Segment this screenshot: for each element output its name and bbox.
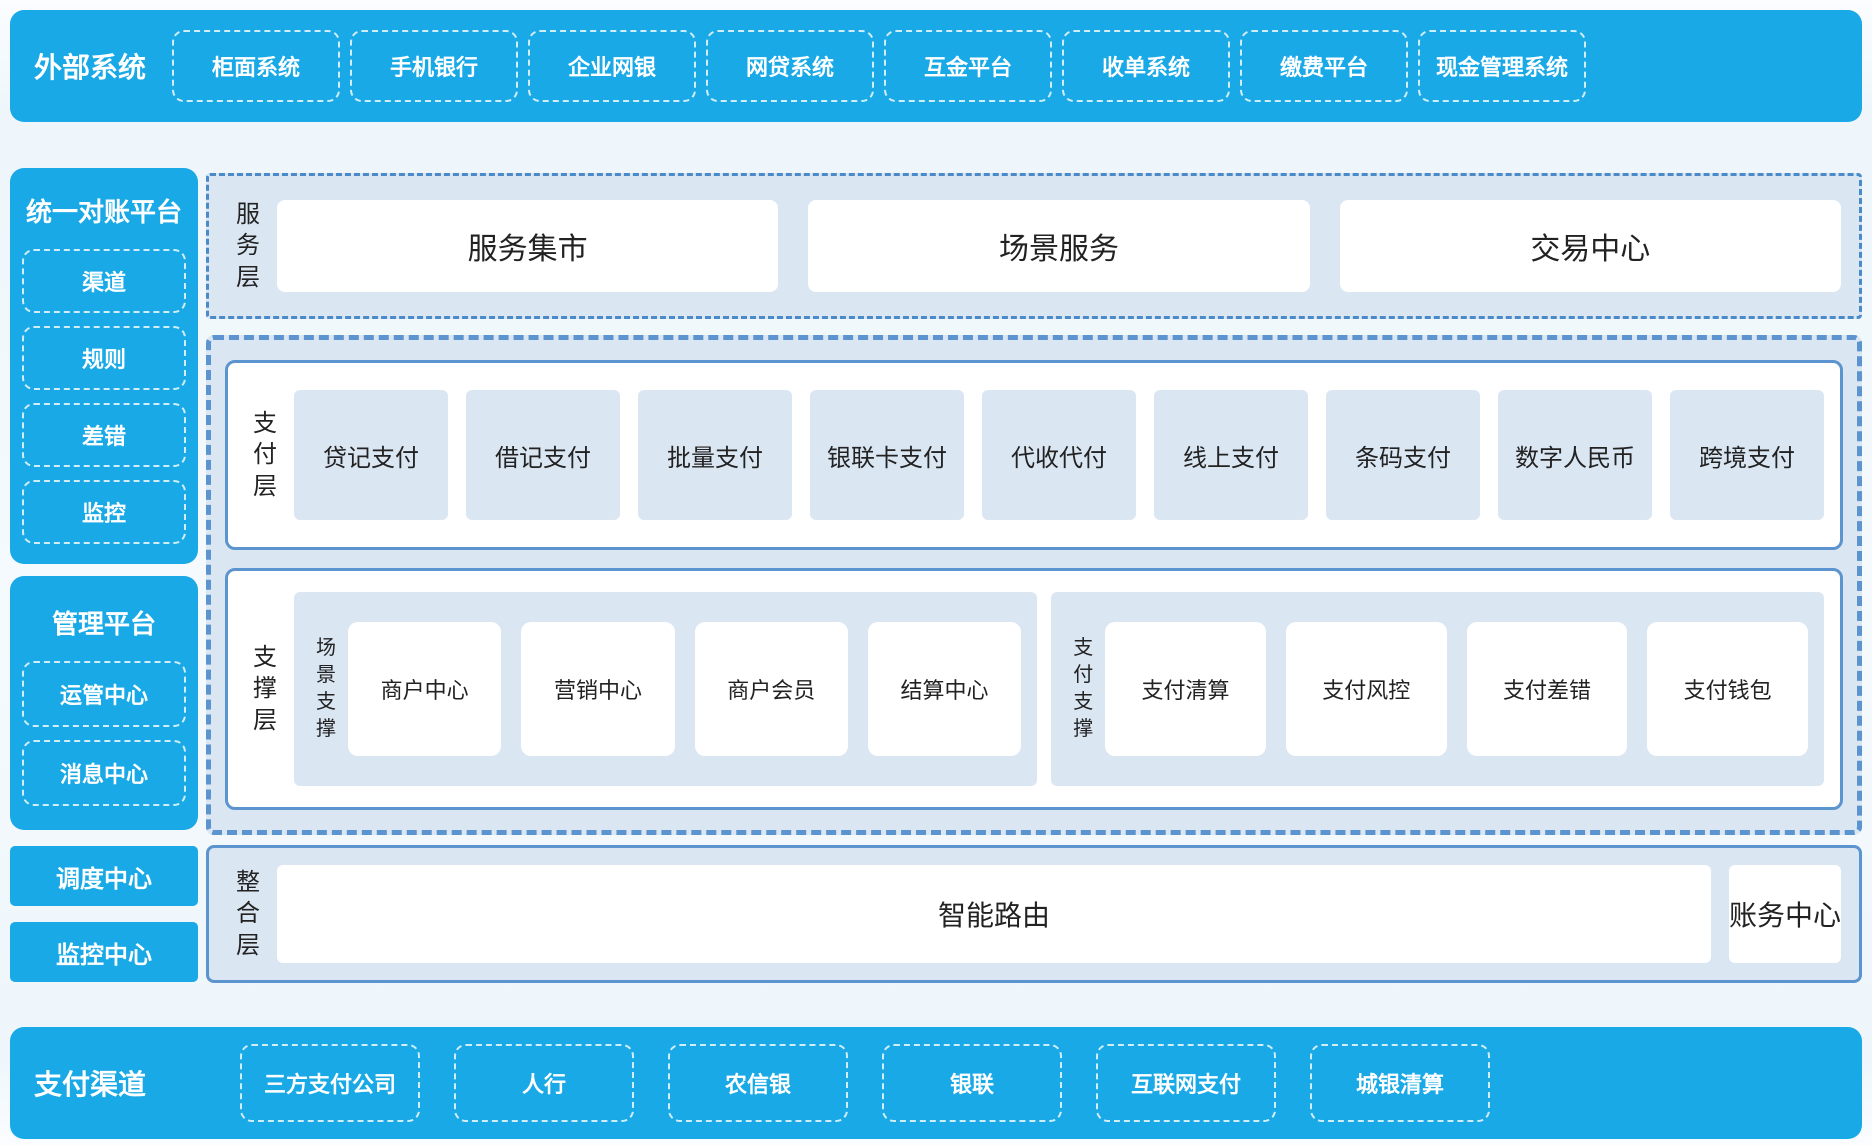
payment-item: 借记支付: [466, 390, 620, 520]
mgmt-platform-items: 运管中心消息中心: [22, 661, 186, 806]
external-systems-bar: 外部系统 柜面系统手机银行企业网银网贷系统互金平台收单系统缴费平台现金管理系统: [10, 10, 1862, 122]
payment-channels-items: 三方支付公司人行农信银银联互联网支付城银清算: [240, 1044, 1490, 1122]
payment-channel-item: 互联网支付: [1096, 1044, 1276, 1122]
mgmt-platform-item: 消息中心: [22, 740, 186, 806]
support-item: 结算中心: [867, 622, 1022, 756]
payment-item: 跨境支付: [1670, 390, 1824, 520]
support-layer-panel: 支撑层 场景支撑 商户中心营销中心商户会员结算中心 支付支撑: [225, 568, 1843, 810]
payment-channel-item: 三方支付公司: [240, 1044, 420, 1122]
external-system-item: 手机银行: [350, 30, 519, 102]
payment-item: 代收代付: [982, 390, 1136, 520]
integration-item: 智能路由: [277, 865, 1711, 963]
recon-platform-items: 渠道规则差错监控: [22, 249, 186, 544]
service-item: 交易中心: [1339, 200, 1841, 292]
middle-zone: 统一对账平台 渠道规则差错监控 管理平台 运管中心消息中心 调度中心监控中心 服…: [10, 168, 1862, 983]
payment-channel-item: 银联: [882, 1044, 1062, 1122]
external-system-item: 收单系统: [1062, 30, 1231, 102]
recon-platform-item: 规则: [22, 326, 186, 390]
external-system-item: 互金平台: [884, 30, 1053, 102]
external-system-item: 现金管理系统: [1418, 30, 1587, 102]
mgmt-platform-item: 运管中心: [22, 661, 186, 727]
standalone-centers: 调度中心监控中心: [10, 846, 198, 982]
payment-support-label: 支付支撑: [1073, 637, 1094, 740]
recon-platform-card: 统一对账平台 渠道规则差错监控: [10, 168, 198, 564]
external-system-item: 网贷系统: [706, 30, 875, 102]
recon-platform-item: 监控: [22, 480, 186, 544]
payment-channel-item: 农信银: [668, 1044, 848, 1122]
support-item: 支付差错: [1466, 622, 1628, 756]
mgmt-platform-title: 管理平台: [51, 609, 156, 639]
mgmt-platform-card: 管理平台 运管中心消息中心: [10, 576, 198, 830]
support-item: 商户会员: [694, 622, 848, 756]
service-item: 场景服务: [808, 200, 1310, 292]
payment-layer-panel: 支付层 贷记支付借记支付批量支付银联卡支付代收代付线上支付条码支付数字人民币跨境…: [225, 360, 1843, 550]
support-layer-groups: 场景支撑 商户中心营销中心商户会员结算中心 支付支撑 支付清算支付风控支付差错支…: [294, 592, 1824, 786]
payment-layer-items: 贷记支付借记支付批量支付银联卡支付代收代付线上支付条码支付数字人民币跨境支付: [294, 390, 1824, 520]
external-systems-title: 外部系统: [34, 52, 147, 83]
scene-support-items: 商户中心营销中心商户会员结算中心: [348, 622, 1022, 756]
external-systems-items: 柜面系统手机银行企业网银网贷系统互金平台收单系统缴费平台现金管理系统: [172, 30, 1587, 102]
payment-item: 条码支付: [1326, 390, 1480, 520]
integration-layer-items: 智能路由账务中心: [277, 865, 1841, 963]
payment-item: 批量支付: [638, 390, 792, 520]
support-item: 支付风控: [1285, 622, 1447, 756]
payment-item: 银联卡支付: [810, 390, 964, 520]
scene-support-group: 场景支撑 商户中心营销中心商户会员结算中心: [294, 592, 1038, 786]
support-item: 营销中心: [521, 622, 675, 756]
payment-channel-item: 人行: [454, 1044, 634, 1122]
standalone-center-item: 监控中心: [10, 922, 198, 982]
payment-support-group: 支付支撑 支付清算支付风控支付差错支付钱包: [1051, 592, 1824, 786]
recon-platform-item: 渠道: [22, 249, 186, 313]
support-item: 商户中心: [348, 622, 502, 756]
integration-layer-section: 整合层 智能路由账务中心: [206, 845, 1862, 983]
support-item: 支付清算: [1105, 622, 1266, 756]
integration-item: 账务中心: [1728, 865, 1841, 963]
recon-platform-title: 统一对账平台: [25, 197, 182, 227]
payment-layer-label: 支付层: [253, 410, 277, 500]
external-system-item: 企业网银: [528, 30, 697, 102]
left-sidebar: 统一对账平台 渠道规则差错监控 管理平台 运管中心消息中心 调度中心监控中心: [10, 168, 198, 983]
support-item: 支付钱包: [1647, 622, 1808, 756]
core-layers-container: 支付层 贷记支付借记支付批量支付银联卡支付代收代付线上支付条码支付数字人民币跨境…: [206, 335, 1862, 835]
payment-item: 数字人民币: [1498, 390, 1652, 520]
integration-layer-label: 整合层: [236, 869, 260, 959]
payment-support-items: 支付清算支付风控支付差错支付钱包: [1105, 622, 1808, 756]
external-system-item: 缴费平台: [1240, 30, 1409, 102]
scene-support-label: 场景支撑: [316, 637, 336, 740]
service-layer-label: 服务层: [236, 201, 260, 291]
standalone-center-item: 调度中心: [10, 846, 198, 906]
payment-channels-title: 支付渠道: [34, 1069, 147, 1100]
service-item: 服务集市: [277, 200, 779, 292]
payment-channel-item: 城银清算: [1310, 1044, 1490, 1122]
recon-platform-item: 差错: [22, 403, 186, 467]
support-layer-label: 支撑层: [253, 644, 277, 734]
service-layer-section: 服务层 服务集市场景服务交易中心: [206, 173, 1862, 319]
main-column: 服务层 服务集市场景服务交易中心 支付层 贷记支付借记支付批量支付银联卡支付代收…: [206, 168, 1862, 983]
service-layer-items: 服务集市场景服务交易中心: [277, 200, 1841, 292]
payment-item: 贷记支付: [294, 390, 448, 520]
payment-item: 线上支付: [1154, 390, 1308, 520]
payment-channels-bar: 支付渠道 三方支付公司人行农信银银联互联网支付城银清算: [10, 1027, 1862, 1139]
external-system-item: 柜面系统: [172, 30, 341, 102]
